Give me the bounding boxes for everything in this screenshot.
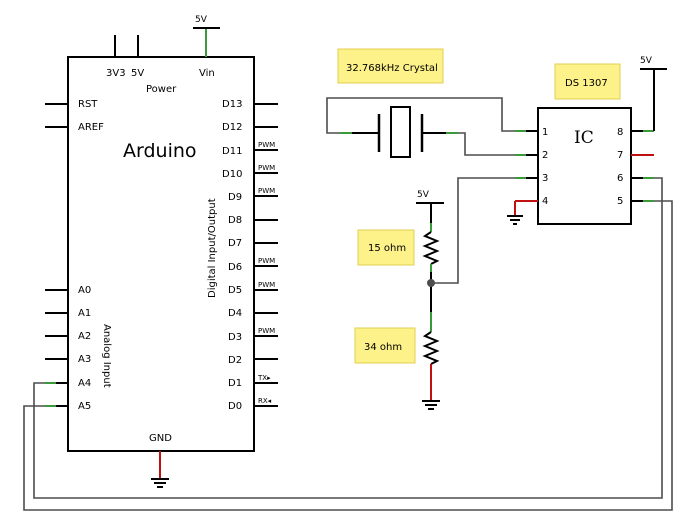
ic-pin-label-6: 6 [617, 173, 623, 184]
ground-icon [151, 478, 169, 488]
pin-label-d11: D11 [222, 146, 242, 157]
resistor-divider[interactable]: 5V [416, 190, 444, 410]
note-chip[interactable]: DS 1307 [554, 63, 621, 100]
pwm-label-d9: PWM [258, 187, 275, 195]
pin-label-d5: D5 [228, 285, 242, 296]
pin-label-vin: Vin [199, 68, 215, 79]
pin-label-a3: A3 [78, 354, 91, 365]
pin-label-d13: D13 [222, 99, 242, 110]
pin-label-a1: A1 [78, 308, 91, 319]
pin-label-d7: D7 [228, 238, 242, 249]
power-label: Power [146, 84, 177, 95]
analog-input-label: Analog Input [101, 324, 112, 388]
ic-pin-label-1: 1 [542, 127, 548, 138]
pin-label-a4: A4 [78, 378, 91, 389]
resistor-supply-label: 5V [417, 190, 430, 200]
pin-label-d4: D4 [228, 308, 242, 319]
arduino-board[interactable]: Arduino 5V 3V3 5V Vin Power RST AREF A0 … [45, 15, 278, 488]
pin-label-d3: D3 [228, 332, 242, 343]
arduino-title: Arduino [123, 140, 197, 162]
resistor-r2[interactable] [422, 331, 440, 365]
wire-a5-to-ic-pin5[interactable] [23, 200, 673, 511]
pwm-label-d6: PWM [258, 257, 275, 265]
pin-label-a5: A5 [78, 401, 91, 412]
note-r1[interactable]: 15 ohm [357, 229, 415, 266]
wire-a4-to-ic-pin6[interactable] [33, 177, 663, 499]
ic-pin-label-2: 2 [542, 150, 548, 161]
note-r2[interactable]: 34 ohm [354, 327, 416, 364]
ic-pin-label-7: 7 [617, 150, 623, 161]
crystal-component[interactable] [340, 106, 458, 158]
divider-ground-icon [422, 400, 440, 410]
ic-pin-label-3: 3 [542, 173, 548, 184]
note-crystal[interactable]: 32.768kHz Crystal [337, 48, 444, 84]
note-r1-text: 15 ohm [368, 243, 406, 254]
pwm-label-d3: PWM [258, 327, 275, 335]
pwm-label-d11: PWM [258, 141, 275, 149]
wire-ic-pin3-to-divider[interactable] [431, 177, 515, 284]
ic-title: IC [574, 128, 594, 148]
arduino-supply-label: 5V [195, 15, 208, 25]
pin-label-d10: D10 [222, 169, 242, 180]
gnd-label: GND [149, 433, 172, 444]
pin-label-d9: D9 [228, 192, 242, 203]
ic-ground-icon [507, 215, 523, 225]
pin-label-a0: A0 [78, 285, 91, 296]
arduino-body [67, 56, 255, 452]
pwm-label-d10: PWM [258, 164, 275, 172]
pin-label-d0: D0 [228, 401, 242, 412]
note-crystal-text: 32.768kHz Crystal [346, 63, 438, 74]
wires [23, 97, 673, 511]
ic-supply-label: 5V [640, 56, 653, 66]
digital-pin-lines [254, 103, 278, 407]
rx-label: RX◂ [258, 397, 272, 405]
ic-pin-label-4: 4 [542, 196, 548, 207]
pwm-label-d5: PWM [258, 281, 275, 289]
pin-label-rst: RST [78, 99, 98, 110]
pin-label-d8: D8 [228, 215, 242, 226]
junction-dot [427, 279, 435, 287]
pin-label-d2: D2 [228, 355, 242, 366]
pin-label-d6: D6 [228, 262, 242, 273]
digital-io-label: Digital Input/Output [207, 198, 218, 298]
ic-pin-label-8: 8 [617, 127, 623, 138]
pin-label-5v: 5V [131, 68, 144, 79]
ic-pin-label-5: 5 [617, 196, 623, 207]
wire-crystal-to-ic-pin1[interactable] [326, 97, 515, 134]
tx-label: TX▸ [257, 374, 271, 382]
pin-label-a2: A2 [78, 331, 91, 342]
pin-label-d1: D1 [228, 378, 242, 389]
ic-ds1307[interactable]: IC 5V 1 2 3 4 8 7 6 5 [507, 56, 667, 225]
wire-crystal-to-ic-pin2[interactable] [458, 132, 515, 156]
note-chip-text: DS 1307 [565, 78, 608, 89]
pin-label-d12: D12 [222, 122, 242, 133]
pin-label-3v3: 3V3 [106, 68, 126, 79]
note-r2-text: 34 ohm [364, 342, 402, 353]
pin-label-aref: AREF [78, 122, 104, 133]
resistor-r1[interactable] [422, 231, 440, 265]
ic-body [537, 107, 632, 225]
